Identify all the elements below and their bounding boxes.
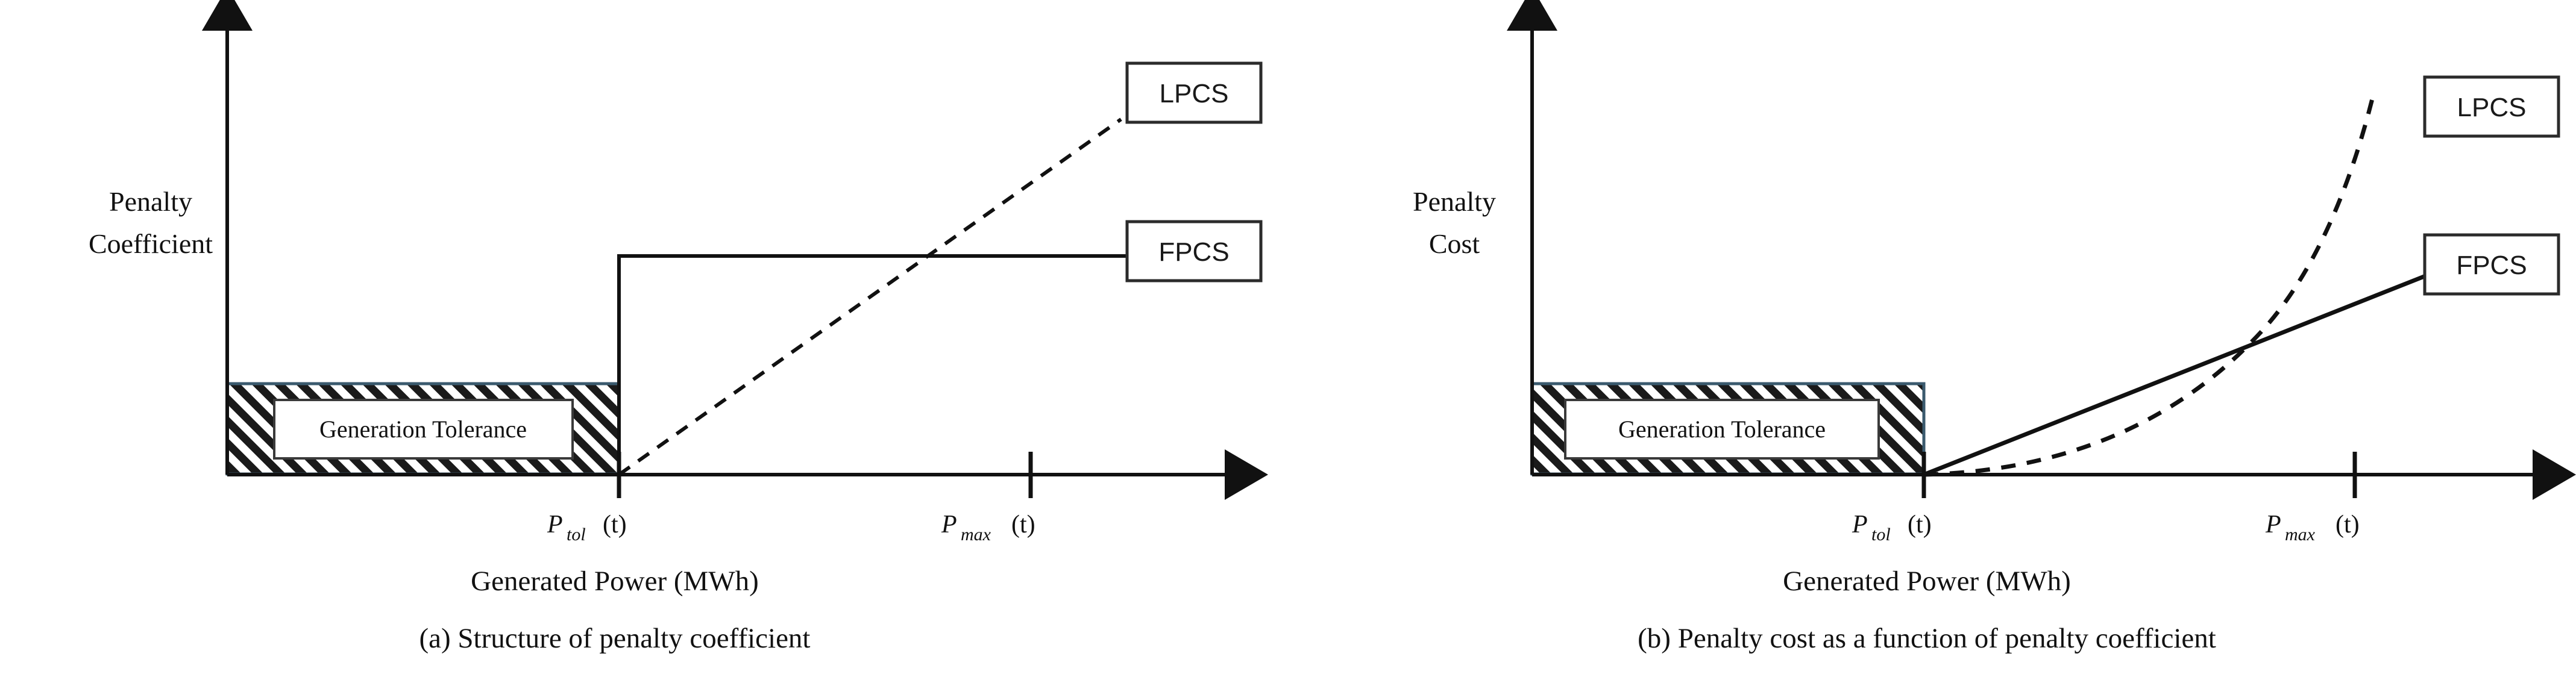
xtick-pmax-subscript-a: max bbox=[961, 525, 991, 544]
legend-lpcs-box-a[interactable] bbox=[1125, 61, 1263, 124]
xtick-pmax-symbol-b: P bbox=[2265, 511, 2281, 538]
generation-tolerance-region: Generation Tolerance bbox=[1530, 382, 1926, 476]
generation-tolerance-region: Generation Tolerance bbox=[225, 382, 621, 476]
y-axis-title-line2-a: Coefficient bbox=[89, 228, 213, 259]
legend-fpcs-box-a[interactable] bbox=[1125, 220, 1263, 282]
panel-b: Generation Tolerance P tol (t) P max bbox=[1288, 0, 2576, 677]
legend-fpcs-box-b[interactable] bbox=[2423, 233, 2560, 296]
y-axis-title-a: Penalty Coefficient bbox=[89, 186, 213, 259]
series-fpcs-a bbox=[227, 254, 1128, 476]
legend-lpcs-box-b[interactable] bbox=[2423, 75, 2560, 138]
legend-lpcs-label-a: LPCS bbox=[1160, 79, 1229, 108]
legend-lpcs-a[interactable]: LPCS bbox=[1125, 61, 1263, 124]
tolerance-label-text: Generation Tolerance bbox=[1618, 416, 1826, 443]
caption-b: (b) Penalty cost as a function of penalt… bbox=[1638, 623, 2216, 654]
xtick-label-ptol-b: P tol (t) bbox=[1852, 511, 1932, 544]
xtick-ptol-suffix-a: (t) bbox=[603, 511, 627, 538]
legend-fpcs-label-b: FPCS bbox=[2456, 251, 2527, 280]
y-axis-title-line2-b: Cost bbox=[1429, 228, 1480, 259]
legend-fpcs-label-a: FPCS bbox=[1158, 237, 1229, 267]
panel-a: Generation Tolerance P tol (t) P max bbox=[89, 0, 1268, 654]
x-axis-title-b: Generated Power (MWh) bbox=[1783, 566, 2071, 597]
xtick-ptol-symbol-b: P bbox=[1852, 511, 1868, 538]
xtick-pmax-suffix-a: (t) bbox=[1011, 511, 1035, 538]
tolerance-label-text: Generation Tolerance bbox=[319, 416, 527, 443]
series-lpcs-b bbox=[1923, 96, 2375, 477]
xtick-label-pmax-a: P max (t) bbox=[941, 511, 1035, 544]
xtick-ptol-suffix-b: (t) bbox=[1908, 511, 1932, 538]
xtick-label-pmax-b: P max (t) bbox=[2265, 511, 2360, 544]
y-axis-title-line1-a: Penalty bbox=[109, 186, 192, 217]
legend-lpcs-b[interactable]: LPCS bbox=[2423, 75, 2560, 138]
y-axis-title-line1-b: Penalty bbox=[1413, 186, 1496, 217]
legend-fpcs-b[interactable]: FPCS bbox=[2423, 233, 2560, 296]
xtick-pmax-symbol-a: P bbox=[941, 511, 957, 538]
caption-a: (a) Structure of penalty coefficient bbox=[419, 623, 810, 654]
legend-lpcs-label-b: LPCS bbox=[2457, 93, 2527, 122]
xtick-ptol-subscript-a: tol bbox=[567, 525, 586, 544]
series-lpcs-a bbox=[618, 117, 1122, 476]
panel-b-canvas: Generation Tolerance P tol (t) P max bbox=[1413, 0, 2576, 654]
tolerance-label-box bbox=[1564, 399, 1880, 460]
y-axis-title-b: Penalty Cost bbox=[1413, 186, 1496, 259]
xtick-pmax-suffix-b: (t) bbox=[2336, 511, 2360, 538]
x-axis-title-a: Generated Power (MWh) bbox=[471, 566, 759, 597]
series-fpcs-b bbox=[1923, 272, 2431, 477]
xtick-ptol-subscript-b: tol bbox=[1871, 525, 1891, 544]
xtick-ptol-symbol-a: P bbox=[547, 511, 563, 538]
panel-a-canvas: Generation Tolerance P tol (t) P max bbox=[89, 0, 1268, 654]
legend-fpcs-a[interactable]: FPCS bbox=[1125, 220, 1263, 282]
xtick-pmax-subscript-b: max bbox=[2285, 525, 2316, 544]
tolerance-label-box bbox=[273, 399, 574, 460]
xtick-label-ptol-a: P tol (t) bbox=[547, 511, 627, 544]
